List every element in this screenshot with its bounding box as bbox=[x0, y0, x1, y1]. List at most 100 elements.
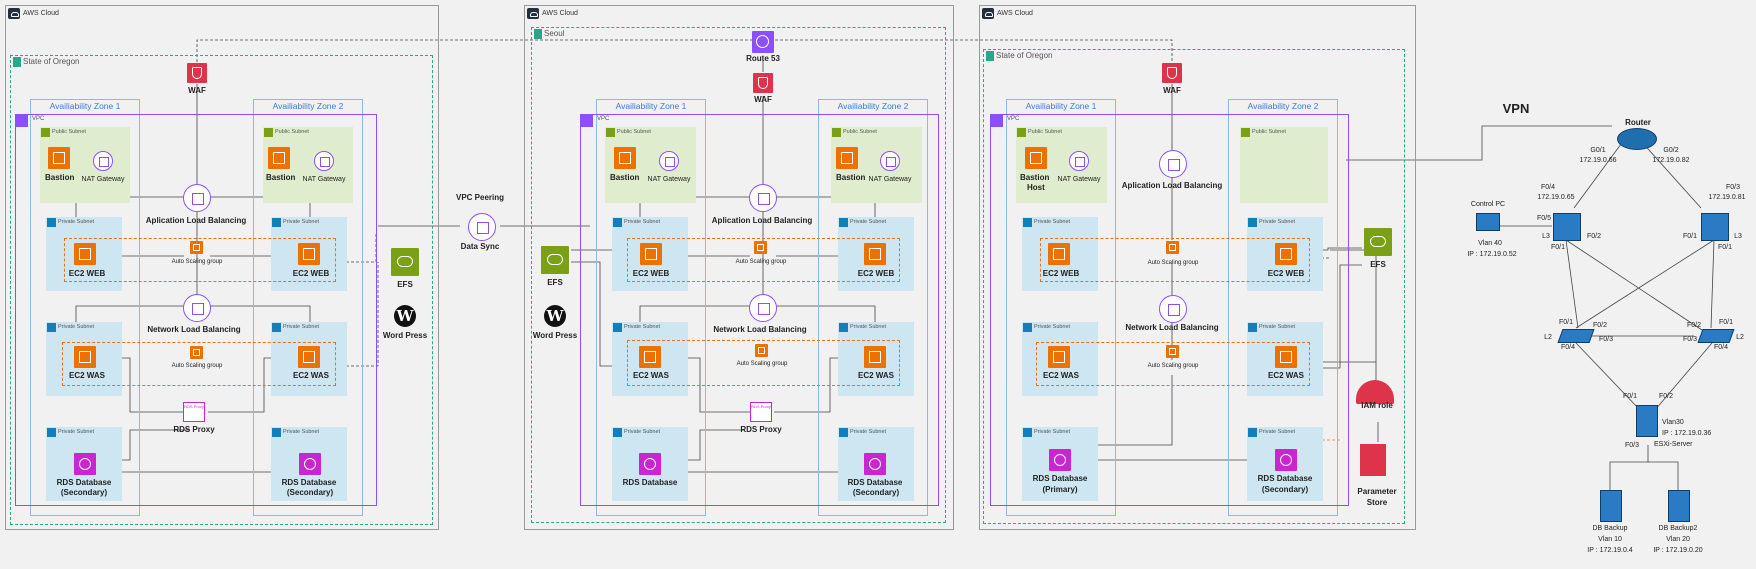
db-backup-icon bbox=[1668, 490, 1690, 522]
pc-icon bbox=[1476, 213, 1500, 231]
auto-scaling-icon bbox=[754, 241, 767, 254]
waf-icon bbox=[753, 73, 773, 93]
auto-scaling-group-box bbox=[62, 342, 336, 386]
f02-label: F0/2 bbox=[1586, 233, 1602, 240]
ec2-web-label: EC2 WEB bbox=[632, 269, 670, 278]
db-backup-icon bbox=[1600, 490, 1622, 522]
ec2-was-label: EC2 WAS bbox=[292, 371, 330, 380]
rds-label: RDS Database bbox=[281, 478, 337, 487]
f03-label: F0/3 bbox=[1682, 336, 1698, 343]
auto-scaling-group-box bbox=[1040, 238, 1310, 282]
router-icon bbox=[1617, 128, 1657, 150]
vpc-label: VPC bbox=[1007, 116, 1020, 122]
subnet-icon bbox=[47, 428, 56, 437]
subnet-label: Private Subnet bbox=[58, 429, 95, 435]
subnet-label: Public Subnet bbox=[1252, 129, 1286, 135]
vpn-label: VPN bbox=[1502, 101, 1530, 116]
rds-label: RDS Database bbox=[1032, 474, 1088, 483]
route53-label: Route 53 bbox=[746, 54, 780, 63]
parameter-store-label-2: Store bbox=[1366, 498, 1388, 507]
waf-icon bbox=[1162, 63, 1182, 83]
wordpress-icon: W bbox=[544, 305, 566, 327]
wordpress-label: Word Press bbox=[382, 331, 428, 340]
subnet-icon bbox=[613, 323, 622, 332]
subnet-icon bbox=[272, 218, 281, 227]
f01-label: F0/1 bbox=[1717, 244, 1733, 251]
ec2-icon bbox=[1275, 346, 1297, 368]
ec2-icon bbox=[298, 346, 320, 368]
l3-switch-icon bbox=[1553, 213, 1581, 241]
subnet-label: Private Subnet bbox=[850, 324, 887, 330]
rds-database-icon bbox=[1049, 449, 1071, 471]
ec2-was-label: EC2 WAS bbox=[68, 371, 106, 380]
alb-label: Aplication Load Balancing bbox=[145, 216, 247, 225]
g01-label: G0/1 bbox=[1590, 147, 1606, 154]
az-label: Availiability Zone 2 bbox=[272, 101, 344, 111]
ec2-icon bbox=[1275, 243, 1297, 265]
efs-label: EFS bbox=[1370, 260, 1386, 269]
rds-proxy-tag: RDS Proxy bbox=[184, 404, 204, 409]
rds-role: (Primary) bbox=[1042, 485, 1078, 494]
wordpress-label: Word Press bbox=[532, 331, 578, 340]
rds-label: RDS Database bbox=[1257, 474, 1313, 483]
l2-switch-icon bbox=[1697, 329, 1735, 343]
az-label: Availiability Zone 1 bbox=[615, 101, 687, 111]
az1: Availiability Zone 1 bbox=[30, 99, 140, 516]
auto-scaling-icon bbox=[190, 241, 203, 254]
f02-label: F0/2 bbox=[1686, 322, 1702, 329]
subnet-icon bbox=[606, 128, 615, 137]
vpc: VPC bbox=[580, 114, 939, 506]
vpc: VPC bbox=[990, 114, 1349, 506]
subnet-label: Private Subnet bbox=[283, 429, 320, 435]
subnet-icon bbox=[1248, 218, 1257, 227]
aws-cloud-label: AWS Cloud bbox=[542, 10, 578, 17]
az-label: Availiability Zone 1 bbox=[1025, 101, 1097, 111]
asg-label: Auto Scaling group bbox=[1147, 260, 1199, 266]
ec2-icon bbox=[74, 346, 96, 368]
alb-label: Aplication Load Balancing bbox=[1121, 181, 1223, 190]
efs-label: EFS bbox=[397, 280, 413, 289]
ec2-icon bbox=[298, 243, 320, 265]
ec2-icon bbox=[48, 147, 70, 169]
vpc-label: VPC bbox=[32, 116, 45, 122]
aws-cloud-3: AWS Cloud bbox=[979, 5, 1416, 530]
wordpress-icon: W bbox=[394, 305, 416, 327]
subnet-label: Private Subnet bbox=[58, 219, 95, 225]
l3-label: L3 bbox=[1734, 233, 1742, 240]
az2: Availiability Zone 2 bbox=[253, 99, 363, 516]
load-balancer-icon bbox=[749, 294, 777, 322]
ec2-icon bbox=[639, 346, 661, 368]
rds-role: (Secondary) bbox=[286, 488, 334, 497]
region-label: Seoul bbox=[544, 29, 565, 38]
subnet-icon bbox=[41, 128, 50, 137]
subnet-icon bbox=[1241, 128, 1250, 137]
rds-proxy-icon: RDS Proxy bbox=[750, 402, 772, 422]
vpc-icon bbox=[991, 115, 1003, 127]
f02-label: F0/2 bbox=[1592, 322, 1608, 329]
ec2-web-label: EC2 WEB bbox=[68, 269, 106, 278]
aws-cloud-2: AWS Cloud bbox=[524, 5, 954, 530]
ec2-was-label: EC2 WAS bbox=[1267, 371, 1305, 380]
db-backup-label: DB Backup bbox=[1592, 525, 1628, 532]
nlb-label: Network Load Balancing bbox=[1125, 323, 1219, 332]
aws-cloud-icon bbox=[8, 8, 20, 19]
f04-label: F0/4 bbox=[1540, 184, 1556, 191]
ec2-web-label: EC2 WEB bbox=[857, 269, 895, 278]
rds-role: (Secondary) bbox=[1261, 485, 1309, 494]
l2-switch-icon bbox=[1557, 329, 1595, 343]
rds-proxy-label: RDS Proxy bbox=[173, 425, 215, 434]
rds-database-icon bbox=[639, 453, 661, 475]
efs-icon bbox=[541, 246, 569, 274]
subnet-label: Private Subnet bbox=[850, 219, 887, 225]
ec2-icon bbox=[1025, 147, 1047, 169]
subnet-icon bbox=[1248, 323, 1257, 332]
ec2-web-label: EC2 WEB bbox=[292, 269, 330, 278]
waf-label: WAF bbox=[754, 95, 772, 104]
f04-ip: 172.19.0.65 bbox=[1537, 194, 1575, 201]
g02-ip: 172.19.0.82 bbox=[1652, 157, 1690, 164]
f01-label: F0/1 bbox=[1622, 393, 1638, 400]
region-flag-icon bbox=[13, 57, 21, 67]
efs-label: EFS bbox=[547, 278, 563, 287]
l3-label: L3 bbox=[1542, 233, 1550, 240]
